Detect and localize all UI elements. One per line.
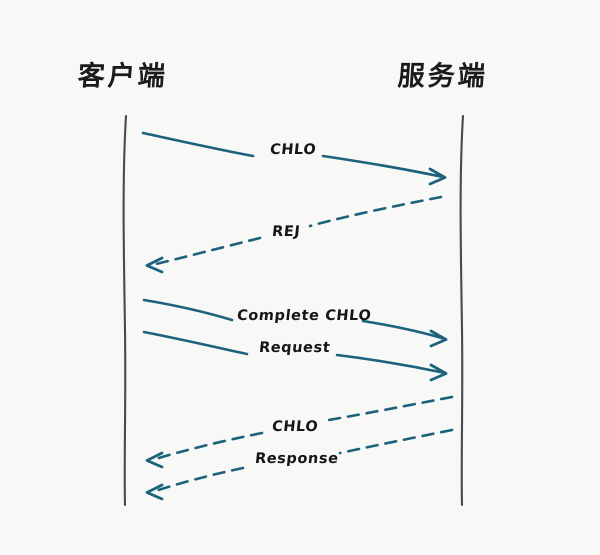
message-arrow-3-complete-chlo	[142, 298, 448, 348]
message-arrow-2-rej	[145, 195, 443, 274]
message-arrow-6-response	[145, 428, 454, 501]
message-label-4: Request	[258, 340, 332, 356]
message-label-1: CHLO	[269, 142, 318, 158]
lifeline-server	[459, 114, 465, 507]
message-label-2: REJ	[271, 224, 302, 240]
message-arrow-5-chlo	[145, 395, 454, 469]
message-arrow-1-chlo	[141, 131, 447, 186]
lifeline-client	[122, 114, 128, 507]
message-arrow-4-request	[142, 330, 448, 382]
message-label-6: Response	[254, 451, 340, 467]
message-label-3: Complete CHLO	[236, 308, 373, 324]
message-label-5: CHLO	[271, 419, 320, 435]
